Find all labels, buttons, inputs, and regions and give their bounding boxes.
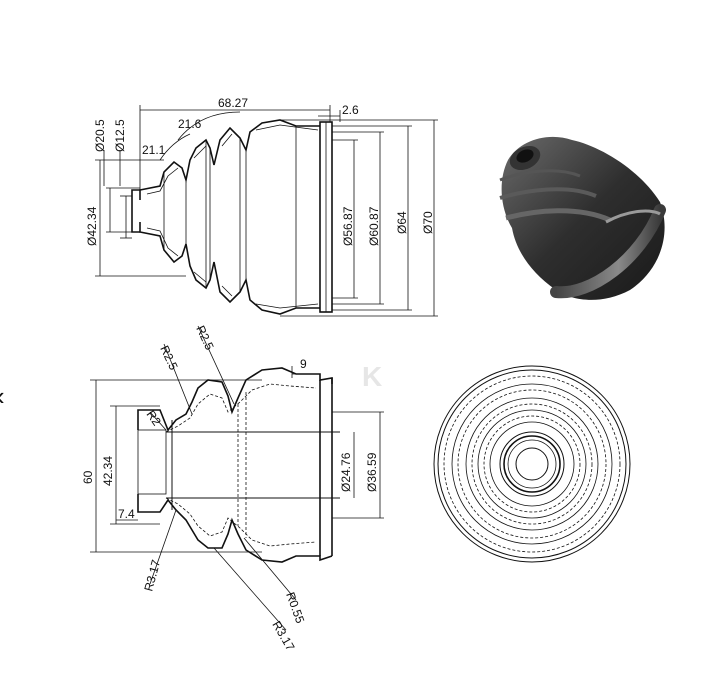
radius-r0-55: R0.55	[283, 590, 307, 625]
dim-d56-87: Ø56.87	[341, 206, 355, 246]
angle-21-6: 21.6	[178, 117, 202, 131]
angle-21-1: 21.1	[142, 143, 166, 157]
dim-d60-87: Ø60.87	[367, 206, 381, 246]
dim-d42-34: Ø42.34	[85, 206, 99, 246]
dim-d36-59: Ø36.59	[365, 452, 379, 492]
top-view-profile	[131, 119, 333, 315]
dim-2-6: 2.6	[342, 103, 359, 117]
radius-r2-5-b: R2.5	[193, 323, 217, 352]
dim-d64: Ø64	[395, 211, 409, 234]
dim-9: 9	[300, 357, 307, 371]
top-view-dimensions	[95, 105, 438, 317]
dim-d24-76: Ø24.76	[339, 452, 353, 492]
dim-60: 60	[81, 470, 95, 484]
end-view	[433, 365, 631, 563]
radius-r3-17-b: R3.17	[269, 619, 297, 654]
dim-42-34: 42.34	[101, 456, 115, 486]
radius-r2-5-a: R2.5	[157, 343, 181, 372]
prev-arrow-icon[interactable]: ‹	[0, 381, 5, 411]
dim-d12-5: Ø12.5	[113, 119, 127, 152]
dim-d70: Ø70	[421, 211, 435, 234]
radius-r3-17-a: R3.17	[141, 558, 163, 593]
boot-3d-render	[499, 136, 666, 300]
side-section-view	[137, 367, 340, 563]
dim-68-27: 68.27	[218, 96, 248, 110]
dim-d20-5: Ø20.5	[93, 119, 107, 152]
dim-7-4: 7.4	[118, 507, 135, 521]
watermark-logo: K	[362, 361, 382, 392]
side-view-dimensions	[90, 325, 384, 631]
